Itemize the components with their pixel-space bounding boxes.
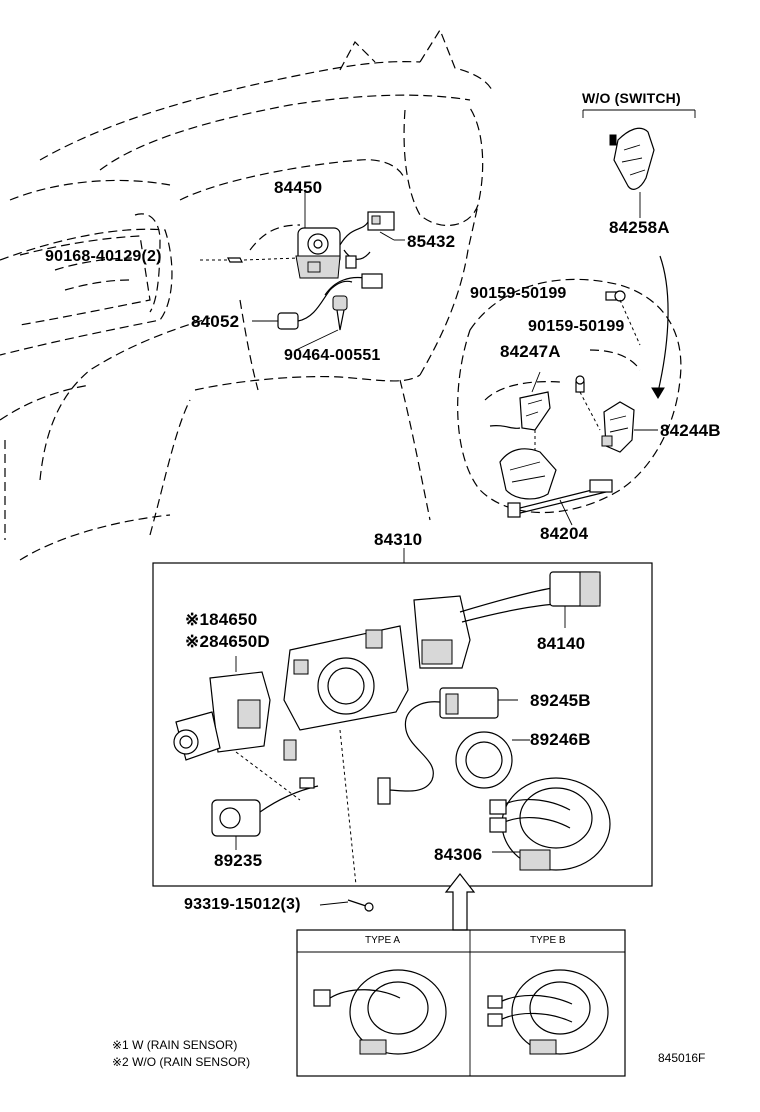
type-arrow	[444, 873, 476, 931]
label-84052: 84052	[191, 312, 240, 331]
steering-wheel-outline	[457, 255, 682, 513]
part-84052-harness	[252, 273, 383, 330]
label-84650: ※184650	[185, 610, 258, 629]
part-lower-switch-pad	[499, 448, 557, 500]
label-84450: 84450	[274, 178, 323, 197]
part-90159-50199-screw-b	[575, 375, 601, 431]
label-type-b: TYPE B	[530, 935, 566, 946]
label-90464-00551: 90464-00551	[284, 347, 381, 364]
label-90159-50199-b: 90159-50199	[528, 318, 625, 335]
part-84258A-switch	[582, 109, 696, 218]
label-wo-switch: W/O (SWITCH)	[582, 90, 681, 106]
label-84244B: 84244B	[660, 421, 721, 440]
dashboard-outline	[0, 28, 493, 561]
part-89245B-sensor	[377, 687, 518, 805]
label-84310: 84310	[374, 530, 423, 549]
footnote-2: ※2 W/O (RAIN SENSOR)	[112, 1055, 251, 1069]
part-84450-spiral-cable-upper	[295, 190, 341, 279]
part-85432-relay	[339, 211, 405, 269]
label-89245B: 89245B	[530, 691, 591, 710]
label-85432: 85432	[407, 232, 456, 251]
type-variants-box	[296, 929, 626, 1077]
part-90168-40129-clip	[200, 257, 299, 263]
part-84306-spiral-cable	[489, 777, 611, 871]
label-89246B: 89246B	[530, 730, 591, 749]
part-93319-15012-screw	[319, 899, 374, 912]
part-84650-headlamp-switch	[173, 656, 301, 801]
label-84258A: 84258A	[609, 218, 670, 237]
label-84306: 84306	[434, 845, 483, 864]
part-89246B-ring	[455, 731, 530, 789]
part-bracket-frame	[283, 625, 409, 886]
label-type-a: TYPE A	[365, 935, 401, 946]
part-84204-harness	[507, 479, 613, 526]
label-90159-50199-a: 90159-50199	[470, 285, 567, 302]
label-93319-15012: 93319-15012(3)	[184, 896, 301, 913]
part-84244B-switch	[601, 401, 658, 453]
part-84140-wiper-switch	[413, 571, 601, 669]
figure-code: 845016F	[658, 1051, 706, 1065]
type-a-spiral-cable	[313, 969, 447, 1055]
footnote-1: ※1 W (RAIN SENSOR)	[112, 1038, 238, 1052]
part-89235-sensor	[211, 777, 319, 850]
label-84247A: 84247A	[500, 342, 561, 361]
part-90464-00551-clamp	[295, 309, 345, 351]
label-90168-40129: 90168-40129(2)	[45, 248, 162, 265]
part-90159-50199-screw-a	[605, 290, 641, 346]
label-84140: 84140	[537, 634, 586, 653]
assembly-84310-box	[152, 548, 653, 887]
label-84204: 84204	[540, 524, 589, 543]
type-b-spiral-cable	[487, 969, 609, 1055]
label-89235: 89235	[214, 851, 263, 870]
part-84247A-switch	[489, 371, 551, 455]
label-84650D: ※284650D	[185, 632, 270, 651]
